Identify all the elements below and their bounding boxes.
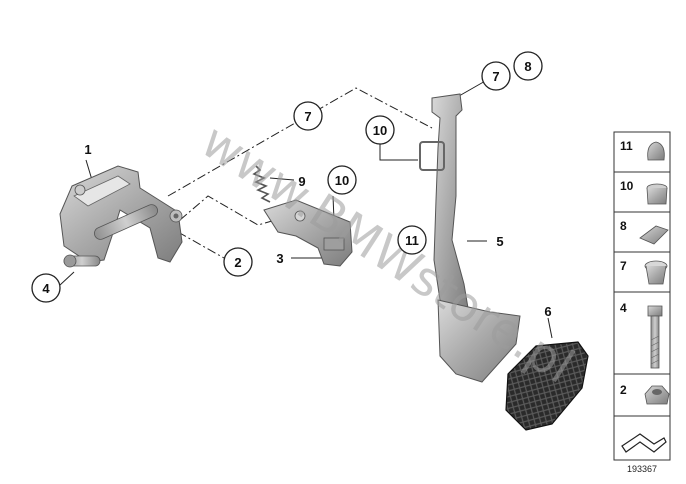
pedal-arm-part [419,93,521,383]
svg-text:10: 10 [335,173,349,188]
legend-cell-4: 4 [613,291,671,375]
callout-8: 8 [513,51,543,81]
svg-text:9: 9 [298,174,305,189]
watermark-text: www.BMWstore.pl [191,113,583,395]
callout-5: 5 [496,234,503,249]
svg-text:7: 7 [492,69,499,84]
svg-text:8: 8 [620,219,627,233]
callout-2: 2 [223,247,253,277]
callout-1: 1 [84,142,91,157]
callout-10-middle: 10 [327,165,357,195]
svg-text:11: 11 [620,139,633,153]
svg-text:2: 2 [620,383,627,397]
diagram-number: 193367 [627,464,657,474]
callout-7-left: 7 [293,101,323,131]
callout-10-top: 10 [365,115,395,145]
legend-cell-symbol [613,415,671,461]
svg-text:8: 8 [524,59,531,74]
pedal-pad-part [505,341,589,431]
svg-text:7: 7 [620,259,627,273]
legend-cell-2: 2 [613,373,671,417]
callout-3: 3 [276,251,283,266]
legend-cell-8: 8 [613,211,671,253]
svg-text:2: 2 [234,255,241,270]
svg-text:4: 4 [42,281,50,296]
legend-cell-7: 7 [613,251,671,293]
svg-text:3: 3 [276,251,283,266]
spring-part [252,165,271,203]
fitting-symbol-icon [621,433,667,453]
callout-4: 4 [31,273,61,303]
svg-text:10: 10 [620,179,634,193]
callout-9: 9 [298,174,305,189]
svg-text:1: 1 [84,142,91,157]
svg-text:7: 7 [304,109,311,124]
parts-legend: 11 10 8 7 4 2 [613,131,671,461]
legend-cell-10: 10 [613,171,671,213]
holder-part [263,199,353,267]
svg-text:6: 6 [544,304,551,319]
callout-11-main: 11 [397,225,427,255]
svg-text:4: 4 [620,301,627,315]
pedal-bracket-part [59,165,183,268]
callout-7-right: 7 [481,61,511,91]
legend-cell-11: 11 [613,131,671,173]
svg-text:11: 11 [405,233,419,248]
svg-text:5: 5 [496,234,503,249]
callout-6: 6 [544,304,551,319]
svg-text:10: 10 [373,123,387,138]
